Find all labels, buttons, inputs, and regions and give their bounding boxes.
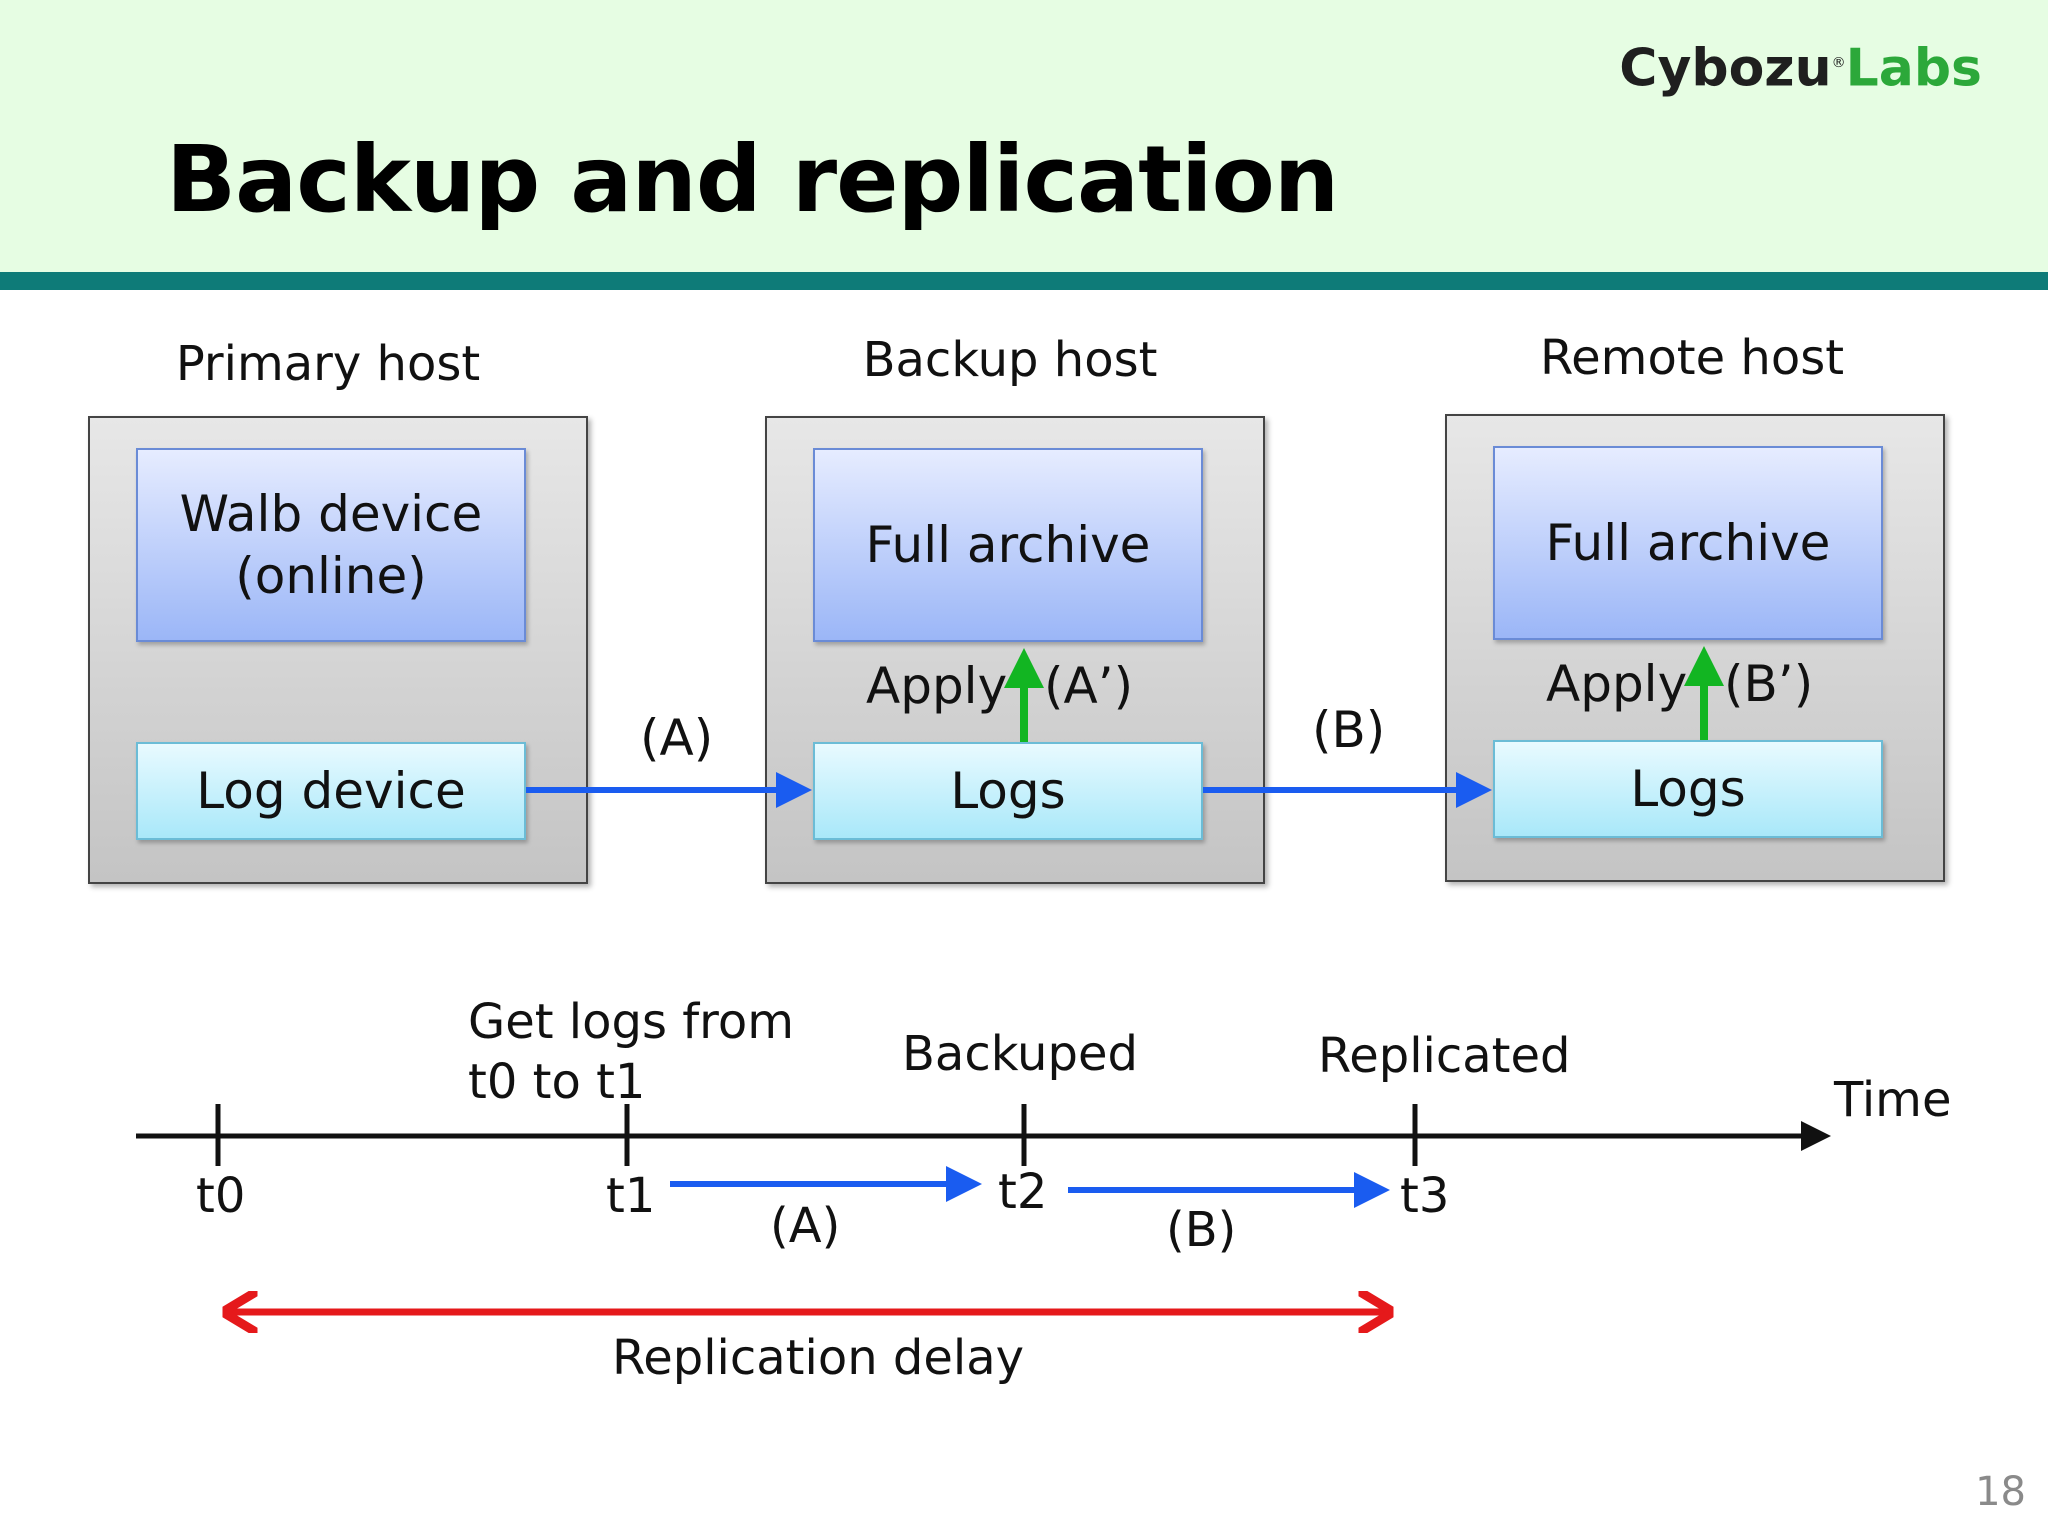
backup-host-title: Backup host [862,332,1158,388]
log-device-box: Log device [136,742,526,840]
event-get-logs-label: Get logs from t0 to t1 [468,994,794,1110]
tick-label-t3: t3 [1400,1168,1450,1224]
cybozu-labs-logo: Cybozu®Labs [1619,28,1982,103]
backup-apply-tag: (A’) [1044,657,1134,715]
event-backuped-label: Backuped [902,1026,1138,1082]
backup-apply-label: Apply [866,657,1008,715]
event-replicated-label: Replicated [1318,1028,1571,1084]
remote-apply-tag: (B’) [1724,655,1814,713]
slide-header [0,0,2048,272]
segment-b-label: (B) [1166,1202,1237,1258]
backup-full-archive-box: Full archive [813,448,1203,642]
tick-label-t0: t0 [196,1168,246,1224]
remote-host-title: Remote host [1539,330,1845,386]
page-number: 18 [1975,1469,2026,1515]
segment-a-label: (A) [770,1198,841,1254]
tick-label-t1: t1 [606,1168,656,1224]
header-rule [0,272,2048,290]
time-axis-label: Time [1834,1072,1952,1128]
remote-apply-label: Apply [1546,655,1688,713]
logo-part2: Labs [1845,38,1982,99]
transfer-b-label: (B) [1312,701,1386,759]
backup-logs-box: Logs [813,742,1203,840]
walb-device-box: Walb device (online) [136,448,526,642]
logo-reg-mark: ® [1831,55,1846,71]
primary-host-title: Primary host [175,336,481,392]
remote-full-archive-box: Full archive [1493,446,1883,640]
tick-label-t2: t2 [998,1164,1048,1220]
replication-delay-label: Replication delay [612,1330,1025,1386]
slide-title: Backup and replication [166,126,1339,233]
transfer-a-label: (A) [640,709,714,767]
logo-part1: Cybozu [1619,38,1832,99]
remote-logs-box: Logs [1493,740,1883,838]
